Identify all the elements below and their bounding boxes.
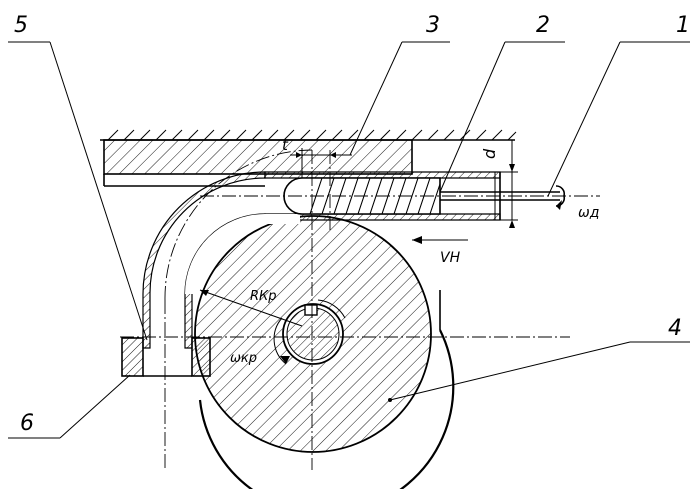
roll-speed-label: ωкр <box>230 351 257 366</box>
mandrel-rotation: ωд <box>555 185 599 221</box>
bending-roll <box>185 214 455 494</box>
callout-6-label: 6 <box>20 411 34 436</box>
callout-4: 4 <box>388 316 690 402</box>
pitch-label: t <box>282 136 289 154</box>
clamp-6 <box>121 337 211 377</box>
callout-3-label: 3 <box>426 13 440 38</box>
bend-radius-dimension: RКр <box>199 289 303 327</box>
callout-1: 1 <box>547 13 690 197</box>
callout-4-label: 4 <box>668 316 682 341</box>
clamp-block <box>103 139 413 187</box>
bend-radius-label: RКр <box>250 289 277 304</box>
diameter-dimension: d <box>480 140 518 228</box>
callout-1-label: 1 <box>676 13 690 38</box>
callout-2: 2 <box>439 13 565 193</box>
callout-6: 6 <box>8 374 131 439</box>
callout-2-label: 2 <box>536 13 550 38</box>
center-lines <box>120 149 600 470</box>
diameter-label: d <box>480 148 499 159</box>
mandrel-speed-label: ωд <box>578 205 599 221</box>
callout-3: 3 <box>349 13 450 156</box>
roll-rotation: ωкр <box>230 299 346 366</box>
feed-speed-label: VН <box>440 250 461 266</box>
callout-5: 5 <box>8 13 148 341</box>
callout-5-label: 5 <box>14 13 28 38</box>
pitch-dimension: t <box>282 136 352 178</box>
feed-speed-arrow: VН <box>412 236 468 266</box>
upper-support <box>100 129 517 141</box>
